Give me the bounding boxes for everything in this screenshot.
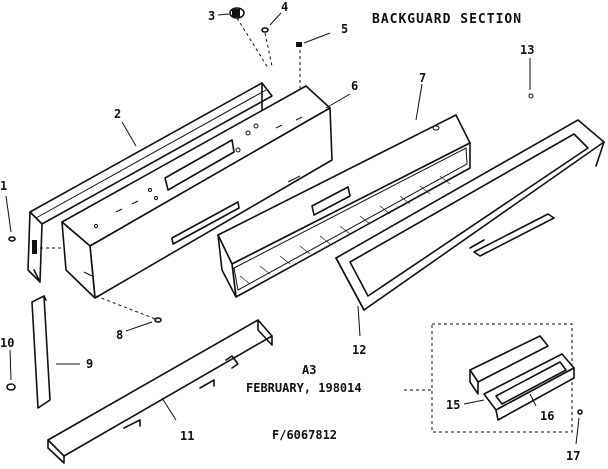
screw-part-4	[261, 12, 282, 33]
part-label-6: 6	[351, 79, 358, 93]
screw-part-13	[528, 58, 534, 99]
part-label-8: 8	[116, 328, 123, 342]
screw-part-8	[125, 317, 162, 332]
part-label-11: 11	[180, 429, 194, 443]
knob-part-3	[217, 7, 245, 19]
part-label-13: 13	[520, 43, 534, 57]
inset-detail-box	[431, 323, 583, 445]
screw-part-10	[6, 349, 16, 391]
rear-panel-part-2	[27, 82, 273, 283]
part-label-5: 5	[341, 22, 348, 36]
control-panel-part-6	[61, 85, 333, 299]
nut-part-5	[296, 32, 331, 47]
part-label-9: 9	[86, 357, 93, 371]
part-label-7: 7	[419, 71, 426, 85]
side-bracket-part-9	[31, 295, 80, 409]
glass-panel-part-7	[217, 114, 471, 298]
part-label-3: 3	[208, 9, 215, 23]
part-label-12: 12	[352, 343, 366, 357]
figure-number: F/6067812	[272, 428, 337, 442]
part-label-17: 17	[566, 449, 580, 463]
diagram-title: BACKGUARD SECTION	[372, 12, 522, 27]
part-label-15: 15	[446, 398, 460, 412]
part-label-1: 1	[0, 179, 7, 193]
bottom-channel-part-11	[47, 319, 273, 464]
glass-hatching	[239, 175, 451, 285]
part-label-4: 4	[281, 0, 288, 14]
note-line-2: FEBRUARY, 198014	[246, 381, 362, 395]
part-label-10: 10	[0, 336, 14, 350]
note-line-1: A3	[302, 363, 316, 377]
part-label-16: 16	[540, 409, 554, 423]
part-label-2: 2	[114, 107, 121, 121]
trim-frame-part-12	[335, 119, 605, 311]
screw-part-1	[5, 195, 16, 242]
